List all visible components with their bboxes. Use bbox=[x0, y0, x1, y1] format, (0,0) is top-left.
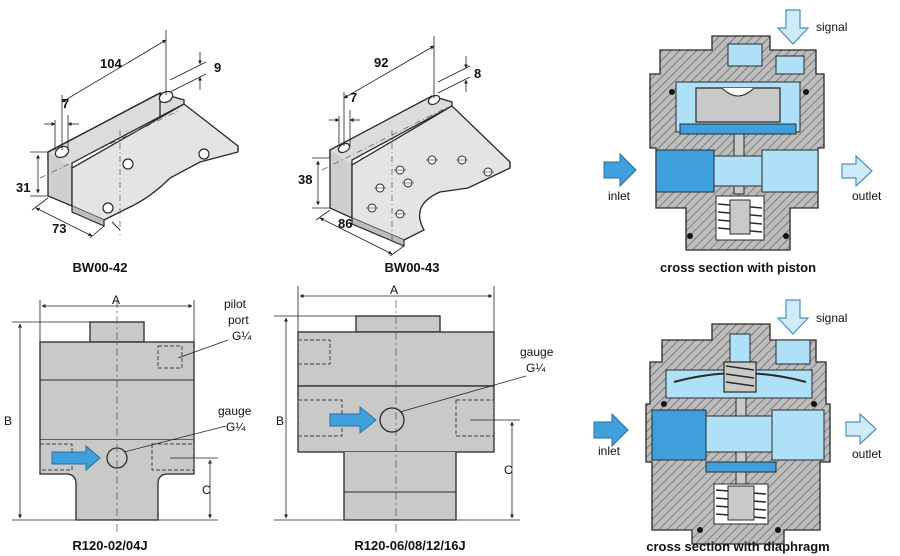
dim-slot-label: 9 bbox=[214, 60, 221, 75]
dim-length-label: 104 bbox=[100, 56, 122, 71]
pilot-port-label-line1: pilot bbox=[224, 297, 247, 311]
bracket-bw00-42: 104 9 7 31 73 BW00-42 bbox=[16, 30, 239, 275]
dim-a-label: A bbox=[112, 293, 120, 307]
signal-label: signal bbox=[816, 20, 847, 34]
dim-slot-label: 8 bbox=[474, 66, 481, 81]
dim-b-label: B bbox=[276, 414, 284, 428]
gauge-label-line1: gauge bbox=[218, 404, 252, 418]
dim-height-label: 38 bbox=[298, 172, 312, 187]
cross-section-diaphragm: signal inlet outlet cross section with d… bbox=[593, 299, 882, 554]
gauge-label-line1: gauge bbox=[520, 345, 554, 359]
dim-c-label: C bbox=[504, 463, 513, 477]
dim-a-label: A bbox=[390, 283, 398, 297]
caption-r120-06-08-12-16j: R120-06/08/12/16J bbox=[354, 538, 465, 553]
outlet-label: outlet bbox=[852, 447, 882, 461]
regulator-r120-02-04j: A B C pilot port G¼ gauge G¼ R120-02/04J bbox=[4, 293, 252, 553]
gauge-label-line2: G¼ bbox=[226, 420, 246, 434]
bracket-bw00-43: 92 8 7 38 86 BW00-43 bbox=[298, 36, 511, 275]
caption-bw00-43: BW00-43 bbox=[385, 260, 440, 275]
caption-bw00-42: BW00-42 bbox=[73, 260, 128, 275]
dim-length-label: 92 bbox=[374, 55, 388, 70]
dim-depth-label: 73 bbox=[52, 221, 66, 236]
dim-height-label: 31 bbox=[16, 180, 30, 195]
cross-section-piston: signal inlet outlet cross section with p… bbox=[603, 9, 882, 275]
pilot-port-label-line2: port bbox=[228, 313, 249, 327]
gauge-label-line2: G¼ bbox=[526, 361, 546, 375]
caption-r120-02-04j: R120-02/04J bbox=[72, 538, 147, 553]
signal-label: signal bbox=[816, 311, 847, 325]
caption-cross-section-diaphragm: cross section with diaphragm bbox=[646, 539, 830, 554]
dim-b-label: B bbox=[4, 414, 12, 428]
regulator-r120-06-08-12-16j: A B C gauge G¼ R120-06/08/12/16J bbox=[274, 283, 554, 553]
dim-hole-label: 7 bbox=[62, 96, 69, 111]
dim-hole-label: 7 bbox=[350, 90, 357, 105]
inlet-label: inlet bbox=[598, 444, 621, 458]
dim-depth-label: 86 bbox=[338, 216, 352, 231]
outlet-label: outlet bbox=[852, 189, 882, 203]
pilot-port-label-line3: G¼ bbox=[232, 329, 252, 343]
caption-cross-section-piston: cross section with piston bbox=[660, 260, 816, 275]
dim-c-label: C bbox=[202, 483, 211, 497]
inlet-label: inlet bbox=[608, 189, 631, 203]
